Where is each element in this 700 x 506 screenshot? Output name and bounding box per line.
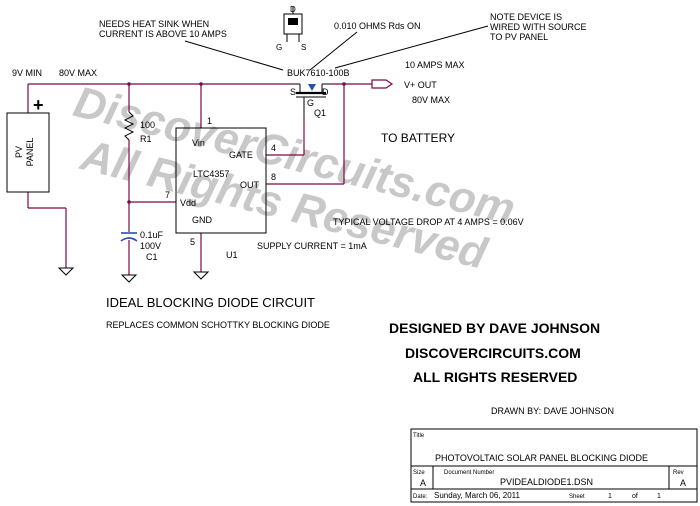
note-heat-sink-line1: NEEDS HEAT SINK WHEN <box>99 19 209 29</box>
label-supply-current: SUPPLY CURRENT = 1mA <box>257 241 367 251</box>
mosfet-pin-s: S <box>290 87 296 97</box>
c1-value: 0.1uF <box>140 230 164 240</box>
credit-designed-by: DESIGNED BY DAVE JOHNSON <box>389 320 600 336</box>
watermark: DiscoverCircuits.com All Rights Reserved <box>69 77 520 279</box>
title-block-rev-value: A <box>680 478 686 488</box>
junction-dot <box>127 82 131 86</box>
mosfet-q1: S D G Q1 BUK7610-100B <box>287 68 350 118</box>
title-block-of-label: of <box>632 493 638 500</box>
mosfet-diode-arrow <box>308 84 316 91</box>
ic-ref: U1 <box>226 250 238 260</box>
label-out-vmax: 80V MAX <box>412 95 450 105</box>
label-voltage-drop: TYPICAL VOLTAGE DROP AT 4 AMPS = 0.06V <box>333 217 524 227</box>
caption-subtitle: REPLACES COMMON SCHOTTKY BLOCKING DIODE <box>106 320 330 330</box>
pin-number-8: 8 <box>271 172 276 182</box>
note-wiring-leader <box>334 25 489 69</box>
pin-number-1: 1 <box>207 116 212 126</box>
mosfet-part: BUK7610-100B <box>287 68 350 78</box>
mosfet-package-icon: D G S <box>276 5 306 52</box>
note-wiring-line2: WIRED WITH SOURCE <box>490 22 587 32</box>
pin-number-7: 7 <box>165 190 170 200</box>
captions: IDEAL BLOCKING DIODE CIRCUIT REPLACES CO… <box>106 295 614 416</box>
ic-part: LTC4357 <box>193 169 229 179</box>
ic-pin-gate: GATE <box>229 150 253 160</box>
title-block: Title PHOTOVOLTAIC SOLAR PANEL BLOCKING … <box>410 428 698 503</box>
package-pin-d: D <box>290 5 296 14</box>
ground-symbol-cap <box>120 274 138 283</box>
pv-panel: + PV PANEL <box>6 95 50 193</box>
resistor-r1: 100 R1 <box>123 111 155 144</box>
note-wiring-line3: TO PV PANEL <box>490 32 548 42</box>
pv-panel-label-panel: PANEL <box>25 138 35 167</box>
output-arrow-icon <box>371 79 394 89</box>
note-heat-sink-line2: CURRENT IS ABOVE 10 AMPS <box>99 29 227 39</box>
junction-dot <box>199 82 203 86</box>
junction-dot <box>127 200 131 204</box>
pv-panel-box <box>6 112 50 193</box>
ic-pin-out: OUT <box>240 180 260 190</box>
credit-rights: ALL RIGHTS RESERVED <box>413 369 577 385</box>
ic-pin-vdd: Vdd <box>180 198 196 208</box>
package-pin-s: S <box>301 43 306 52</box>
mosfet-pin-g: G <box>307 98 314 108</box>
mosfet-pin-d: D <box>322 87 329 97</box>
label-to-battery: TO BATTERY <box>381 131 455 145</box>
title-block-size-value: A <box>420 478 426 488</box>
title-block-docnum-value: PVIDEALDIODE1.DSN <box>500 477 593 487</box>
ic-pin-gnd: GND <box>192 215 213 225</box>
r1-ref: R1 <box>140 134 152 144</box>
note-heat-sink-leader <box>184 40 284 71</box>
c1-voltage: 100V <box>140 241 161 251</box>
title-block-date-label: Date: <box>413 494 428 500</box>
ic-u1: Vin GATE LTC4357 OUT Vdd GND 1 4 8 7 5 U… <box>165 116 276 260</box>
label-v-out: V+ OUT <box>404 80 437 90</box>
package-pin-g: G <box>276 43 282 52</box>
mosfet-ref: Q1 <box>314 108 326 118</box>
note-rds-leader <box>309 31 358 71</box>
r1-value: 100 <box>140 120 155 130</box>
ground-symbol-ic <box>192 271 210 280</box>
title-block-sheet-label: Sheet <box>569 494 585 500</box>
pv-panel-plus: + <box>33 95 44 115</box>
credit-website: DISCOVERCIRCUITS.COM <box>405 345 581 361</box>
ic-body <box>175 127 267 234</box>
title-block-rev-label: Rev <box>673 470 684 476</box>
title-block-date-value: Sunday, March 06, 2011 <box>434 491 521 500</box>
title-block-docnum-label: Document Number <box>444 470 494 476</box>
pin-number-5: 5 <box>190 237 195 247</box>
ic-pin-vin: Vin <box>192 138 205 148</box>
junctions <box>127 82 346 204</box>
junction-dot <box>342 82 346 86</box>
ground-symbol-panel <box>57 267 75 276</box>
title-block-sheet-total: 1 <box>657 493 661 500</box>
wires <box>27 83 372 275</box>
label-vmax: 80V MAX <box>59 68 97 78</box>
note-wiring-line1: NOTE DEVICE IS <box>490 12 562 22</box>
credit-drawn-by: DRAWN BY: DAVE JOHNSON <box>491 406 614 416</box>
label-amps-max: 10 AMPS MAX <box>405 60 465 70</box>
title-block-sheet-num: 1 <box>608 493 612 500</box>
note-rds-on: 0.010 OHMS Rds ON <box>334 21 421 31</box>
title-block-title-label: Title <box>413 433 425 439</box>
pin-number-4: 4 <box>271 143 276 153</box>
label-vmin: 9V MIN <box>12 68 42 78</box>
caption-title: IDEAL BLOCKING DIODE CIRCUIT <box>106 295 315 310</box>
title-block-size-label: Size <box>413 470 425 476</box>
annotations: NEEDS HEAT SINK WHEN CURRENT IS ABOVE 10… <box>12 12 587 251</box>
c1-ref: C1 <box>146 252 158 262</box>
title-block-title-value: PHOTOVOLTAIC SOLAR PANEL BLOCKING DIODE <box>435 453 648 463</box>
pv-panel-label-pv: PV <box>14 146 24 158</box>
capacitor-c1: 0.1uF 100V C1 <box>120 230 164 262</box>
